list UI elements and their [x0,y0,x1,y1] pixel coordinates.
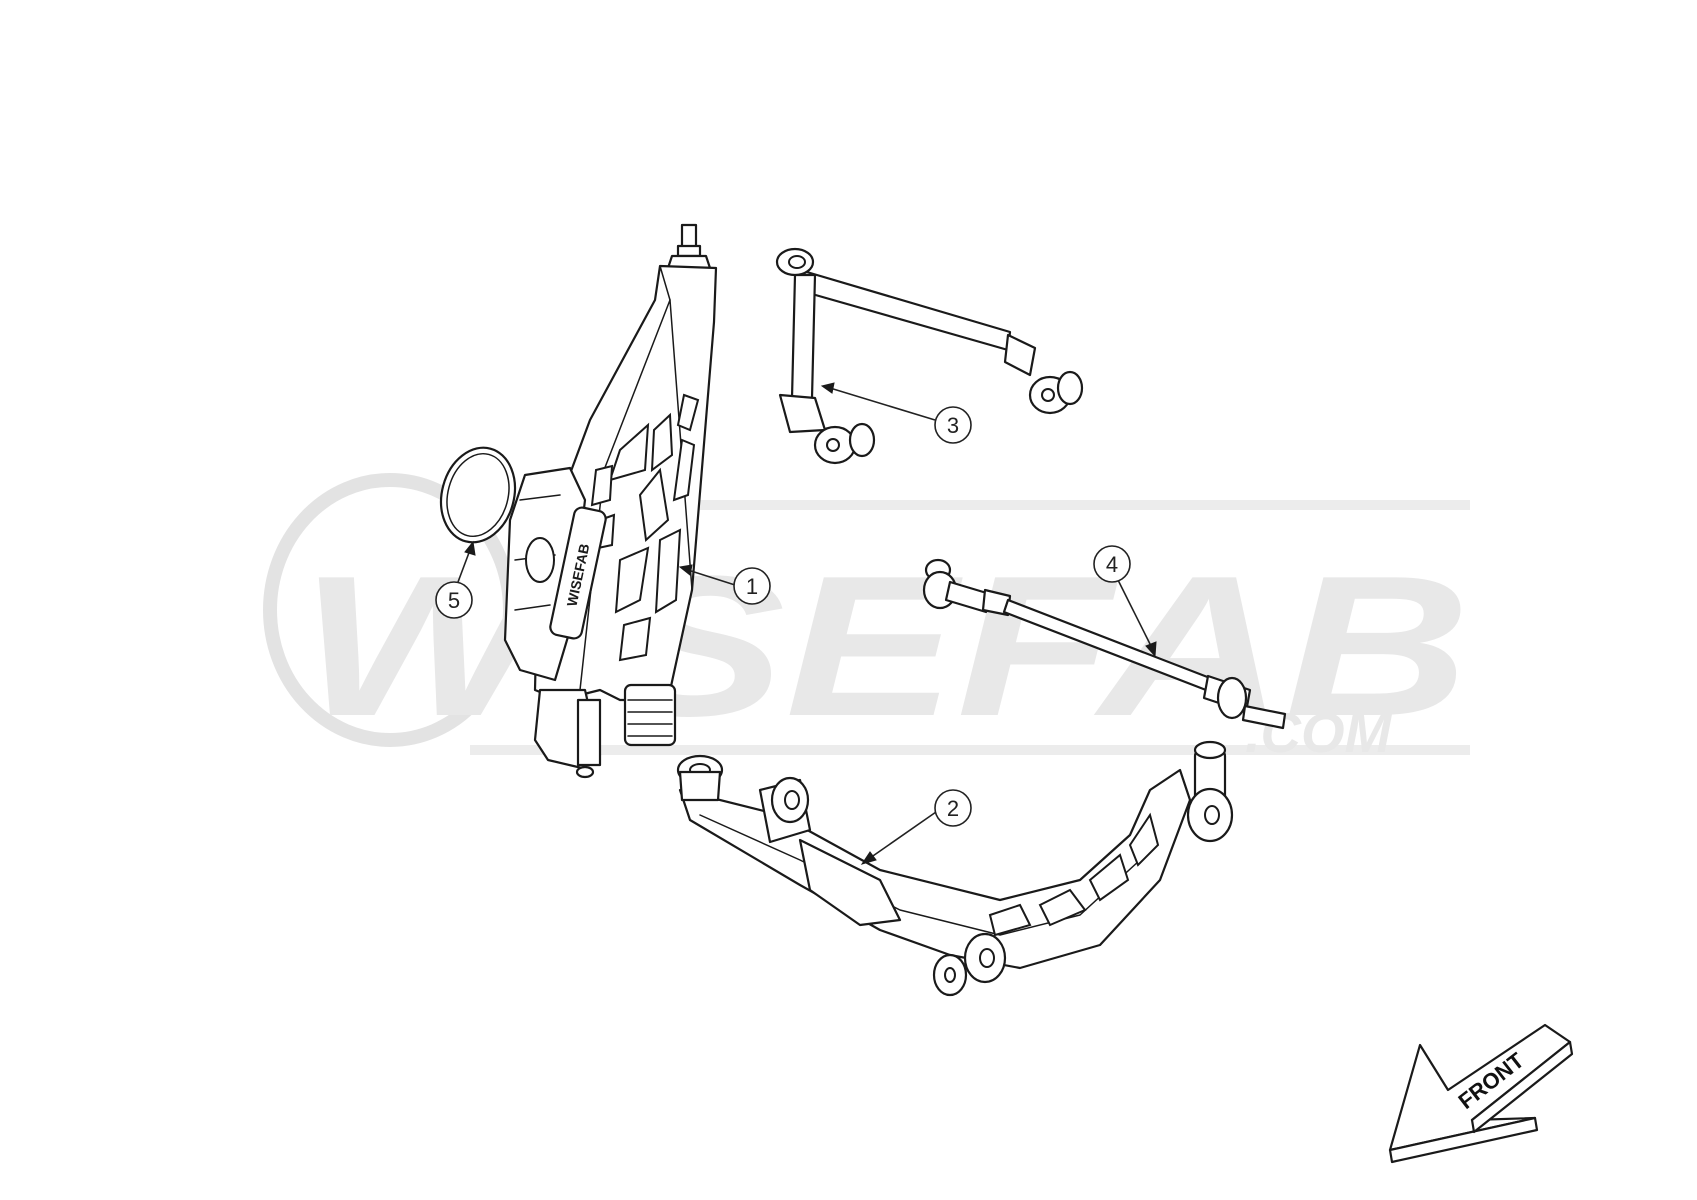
front-direction-arrow: FRONT [1388,1023,1574,1164]
callout-3: 3 [820,382,972,444]
upright-part: WISEFAB [503,223,718,779]
callout-4-label: 4 [1106,552,1118,577]
o-ring-part [439,446,517,544]
callout-3-label: 3 [947,413,959,438]
callout-5-label: 5 [448,588,460,613]
tie-rod-part [922,558,1287,730]
callout-1-label: 1 [746,574,758,599]
callout-4: 4 [1093,545,1157,658]
upper-link-part [775,247,1084,465]
lower-arm-part [676,740,1234,997]
callout-1: 1 [678,564,771,605]
callout-5: 5 [435,540,476,619]
callout-2: 2 [860,789,972,865]
callout-2-label: 2 [947,796,959,821]
